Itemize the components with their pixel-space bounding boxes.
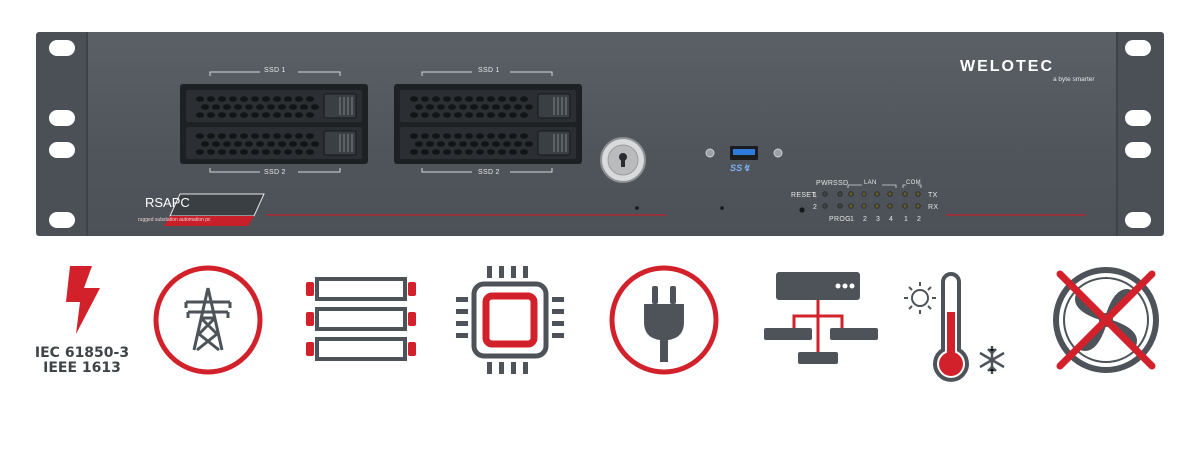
led-row-1: 1 [813,192,818,199]
key-lock[interactable] [600,137,646,183]
status-led [915,191,921,197]
temperature-icon [904,272,1005,382]
led-label-ssd: SSD [833,180,849,187]
front-panel-graphics: WELOTEC [164,58,1054,226]
model-subtitle: rugged substation automation pc [138,217,211,223]
led-bottom-2: 2 [863,216,868,223]
mount-slot [1125,40,1151,56]
mount-slot [49,142,75,158]
red-accent-line [266,214,666,216]
led-bottom-6: 2 [917,216,922,223]
brand-logo: WELOTEC [960,58,1054,75]
status-led [874,191,880,197]
reset-button [799,207,805,213]
status-led [848,203,854,209]
led-bottom-1: 1 [850,216,855,223]
standards-text: IEC 61850-3 IEEE 1613 [22,346,142,376]
mount-slot [1125,142,1151,158]
led-row-2: 2 [813,204,818,211]
status-led [837,203,843,209]
storage-drives-icon [306,277,416,361]
mount-slot [49,212,75,228]
status-led [861,203,867,209]
usb-port[interactable] [730,146,758,160]
status-led [915,203,921,209]
standard-ieee: IEEE 1613 [43,360,121,376]
status-led [902,203,908,209]
feature-icons [66,265,1159,382]
brand-tagline: a byte smarter [1053,76,1095,83]
prog-label: PROG [829,216,851,223]
status-led [822,203,828,209]
model-name: RSAPC [145,195,190,210]
ssd1-label-right: SSD 1 [478,67,500,74]
no-fan-icon [1053,267,1159,373]
model-badge [164,193,265,226]
status-led [837,191,843,197]
reset-label: RESET [791,192,816,199]
ssd1-label-left: SSD 1 [264,67,286,74]
power-tower-icon [153,265,263,375]
led-label-pwr: PWR [816,180,834,187]
rx-label: RX [928,204,939,211]
led-bottom-3: 3 [876,216,881,223]
status-led [887,203,893,209]
front-panel: WELOTEC SSD 1 SSD 2 SSD 1 SSD 2 SS↯ a by… [86,32,1118,236]
status-led [902,191,908,197]
ssd2-label-left: SSD 2 [264,169,286,176]
led-label-lan: LAN [864,180,877,186]
rack-device: WELOTEC SSD 1 SSD 2 SSD 1 SSD 2 SS↯ a by… [36,32,1164,236]
mount-slot [1125,212,1151,228]
status-led [822,191,828,197]
mount-slot [49,110,75,126]
led-label-com: COM [906,180,921,186]
ssd2-label-right: SSD 2 [478,169,500,176]
led-bottom-4: 4 [889,216,894,223]
mount-slot [49,40,75,56]
red-accent-line [946,214,1086,216]
left-rack-ear [36,32,88,236]
network-server-icon [764,272,878,364]
usb-superspeed-label: SS↯ [730,163,751,173]
right-rack-ear [1112,32,1164,236]
mount-slot [1125,110,1151,126]
led-bottom-5: 1 [904,216,909,223]
cpu-chip-icon [456,266,564,374]
svg-text:WELOTEC: WELOTEC [960,58,1054,75]
standard-iec: IEC 61850-3 [34,345,130,361]
status-led [874,203,880,209]
lightning-icon [66,266,100,334]
tx-label: TX [928,192,938,199]
status-led [887,191,893,197]
status-led [848,191,854,197]
status-led [861,191,867,197]
power-plug-icon [609,265,719,375]
